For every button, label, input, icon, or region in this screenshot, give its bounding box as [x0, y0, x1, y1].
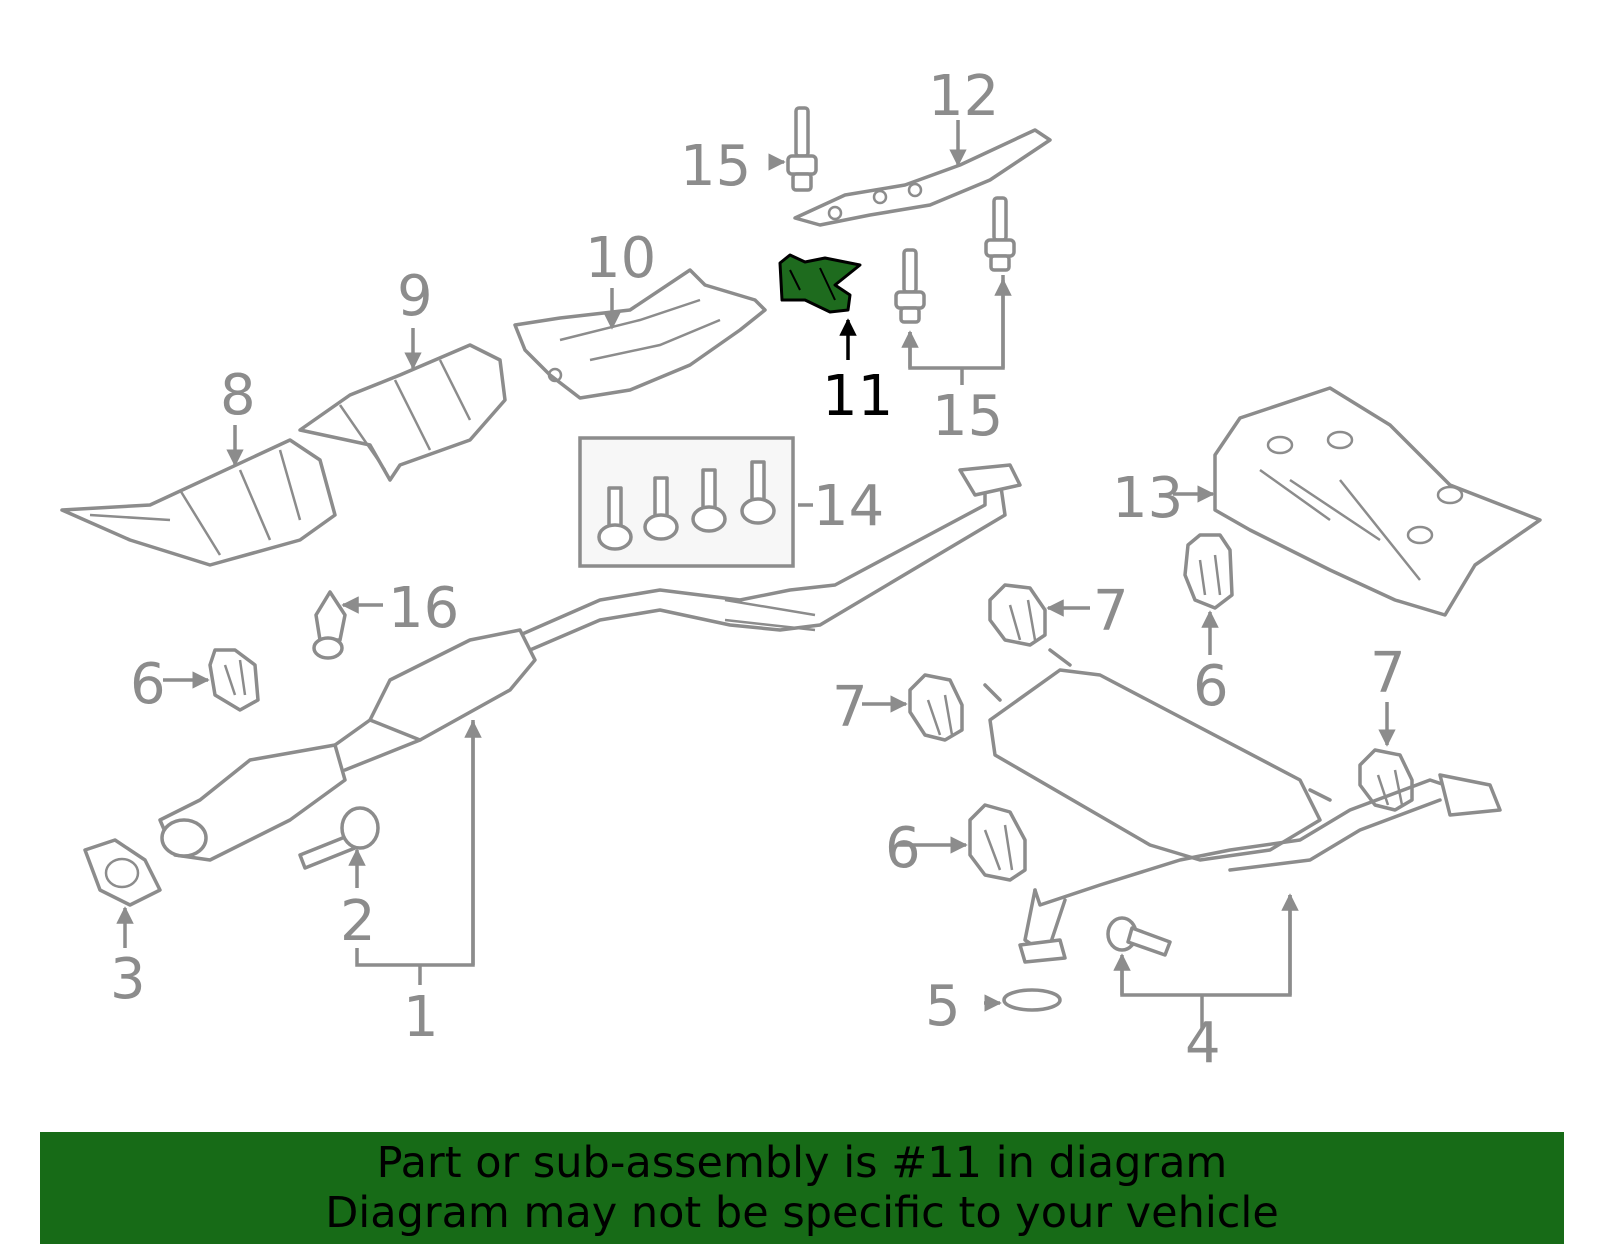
- callout-9: 9: [397, 264, 433, 329]
- part-15-stud-left[interactable]: [894, 248, 926, 324]
- callout-7-top: 7: [1093, 579, 1129, 644]
- callout-8: 8: [220, 363, 256, 428]
- part-16-clip[interactable]: [312, 590, 347, 660]
- banner-line-part-number: Part or sub-assembly is #11 in diagram: [376, 1138, 1228, 1188]
- part-15-stud-right[interactable]: [984, 196, 1016, 272]
- part-1-front-pipe[interactable]: [158, 463, 1022, 862]
- part-3-gasket[interactable]: [83, 838, 162, 907]
- callout-6-right: 6: [1193, 654, 1229, 719]
- part-15-stud-top[interactable]: [786, 106, 818, 192]
- part-8-heat-shield[interactable]: [60, 438, 337, 567]
- callout-15-top: 15: [680, 134, 751, 199]
- part-2-bolt[interactable]: [298, 806, 380, 870]
- part-6-mount-middle[interactable]: [968, 803, 1027, 882]
- callout-11: 11: [822, 364, 893, 429]
- callout-16: 16: [388, 576, 459, 641]
- part-4-muffler-assembly[interactable]: [983, 648, 1502, 964]
- info-banner: Part or sub-assembly is #11 in diagram D…: [40, 1132, 1564, 1244]
- banner-line-disclaimer: Diagram may not be specific to your vehi…: [325, 1188, 1279, 1238]
- part-14-bolt-set[interactable]: [578, 436, 795, 568]
- part-7-mount-left[interactable]: [908, 673, 964, 742]
- part-7-mount-right[interactable]: [1358, 748, 1414, 812]
- callout-13: 13: [1112, 466, 1183, 531]
- leader-lines: [116, 120, 1396, 1028]
- callout-12: 12: [928, 64, 999, 129]
- part-5-gasket-ring[interactable]: [1002, 988, 1062, 1012]
- callout-14: 14: [813, 474, 884, 539]
- callout-7-left: 7: [832, 675, 868, 740]
- callout-15-bottom: 15: [932, 384, 1003, 449]
- part-11-bracket[interactable]: [778, 253, 862, 314]
- part-6-mount-left[interactable]: [208, 648, 260, 712]
- callout-2: 2: [340, 889, 376, 954]
- callout-3: 3: [110, 947, 146, 1012]
- part-12-bracket[interactable]: [793, 128, 1052, 227]
- part-13-floor-heat-shield[interactable]: [1213, 386, 1542, 617]
- callout-1: 1: [403, 985, 439, 1050]
- part-9-heat-shield[interactable]: [298, 343, 507, 482]
- callout-7-right: 7: [1370, 641, 1406, 706]
- part-10-heat-shield[interactable]: [513, 268, 767, 400]
- callout-labels: 8 9 10 12 15 15 11 14 13 16 6 6 6 7 7 7 …: [110, 64, 1406, 1076]
- part-4-bolt[interactable]: [1106, 916, 1172, 957]
- callout-5: 5: [925, 974, 961, 1039]
- part-7-mount-top[interactable]: [988, 583, 1047, 647]
- callout-6-middle: 6: [885, 816, 921, 881]
- callout-4: 4: [1185, 1011, 1221, 1076]
- callout-6-left: 6: [130, 652, 166, 717]
- callout-10: 10: [585, 226, 656, 291]
- part-6-mount-right[interactable]: [1183, 533, 1234, 610]
